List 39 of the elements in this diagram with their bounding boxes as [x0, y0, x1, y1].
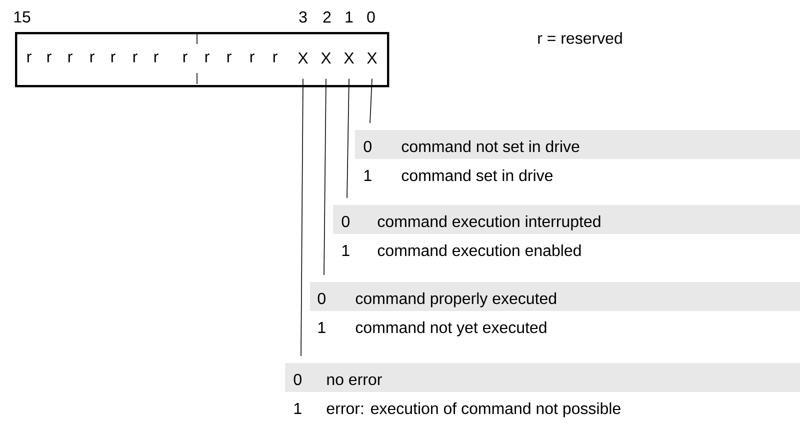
- value-table: 0 command not set in drive 1 command set in drive: [355, 130, 800, 182]
- node-label: 1: [318, 322, 326, 333]
- bit-cell: r: [250, 54, 254, 62]
- leader-line: [346, 78, 350, 198]
- leader-line: [324, 78, 326, 276]
- bit-number: 3: [299, 11, 307, 23]
- bit-cell: X: [344, 52, 354, 64]
- bit-cell: X: [298, 52, 308, 64]
- node-label: error: execution of command not possible: [326, 402, 620, 418]
- node-label: 1: [342, 244, 350, 256]
- bit-number: 1: [346, 12, 353, 22]
- bit-cell: r: [154, 54, 158, 62]
- node-label: command not yet executed: [356, 321, 546, 336]
- bit-number: 15: [14, 11, 30, 23]
- leader-line: [300, 78, 304, 356]
- bit-cell: X: [367, 52, 377, 64]
- bit-cell: r: [205, 54, 210, 62]
- bit-cell: r: [273, 54, 278, 62]
- bit-cell: r: [47, 54, 52, 62]
- bit-cell: r: [27, 54, 32, 62]
- node-label: command set in drive: [402, 169, 553, 182]
- bit-cell: r: [111, 54, 116, 62]
- bit-cell: r: [68, 54, 72, 62]
- value-table: 0 command execution interrupted 1 command execution enabled: [333, 205, 800, 256]
- bit-cell: r: [133, 54, 138, 62]
- value-table: 0 command properly executed 1 command not yet executed: [310, 282, 800, 336]
- note: r = reserved: [538, 32, 622, 44]
- bit-cell: X: [321, 52, 331, 64]
- leader-line: [370, 78, 372, 124]
- value-table: 0 no error 1 error: execution of command not possible: [285, 362, 800, 418]
- bit-cell: r: [90, 54, 94, 62]
- bit-number: 0: [367, 11, 375, 23]
- bit-cell: r: [183, 54, 188, 62]
- node-label: 1: [364, 170, 372, 181]
- register-box: [15, 32, 390, 88]
- node-label: command execution enabled: [378, 244, 581, 256]
- bit-cell: r: [227, 54, 232, 62]
- bit-number: 2: [323, 11, 331, 23]
- node-label: 1: [294, 402, 302, 414]
